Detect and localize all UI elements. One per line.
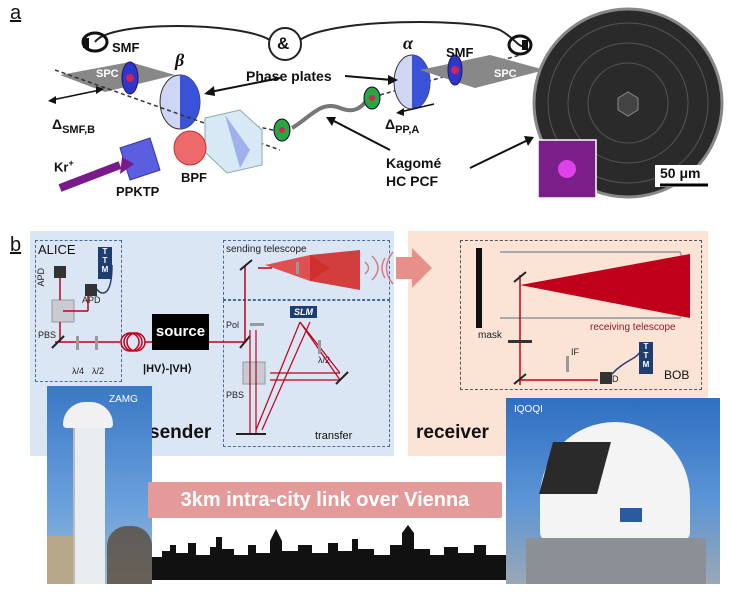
- spc-left-plate: [60, 62, 175, 92]
- lambda4-label: λ/4: [72, 366, 85, 376]
- sending-telescope-box: [223, 240, 390, 300]
- kr-pump-beam: [58, 161, 122, 192]
- transfer-label: transfer: [315, 430, 353, 442]
- receiving-telescope-label: receiving telescope: [590, 322, 676, 333]
- bpf-label: BPF: [181, 170, 207, 185]
- iqoqi-photo: IQOQI: [506, 398, 720, 584]
- mask-label: mask: [478, 330, 502, 341]
- beta-label: β: [175, 50, 185, 70]
- alice-label: ALICE: [38, 242, 76, 257]
- apd-alice-2-box: [85, 284, 97, 296]
- bob-box: [460, 240, 702, 390]
- delta-pp-arrow: [399, 103, 435, 113]
- apd-alice-2: APD: [82, 295, 101, 305]
- zamg-dome: [63, 402, 113, 428]
- iqoqi-base: [526, 538, 706, 584]
- arrow-to-pcf-image: [469, 139, 529, 169]
- fiber-coil-icon: [120, 332, 146, 352]
- state-label: |HV⟩-|VH⟩: [143, 363, 192, 375]
- pol-label: Pol: [226, 320, 240, 330]
- top-fiber-loop: [94, 21, 526, 48]
- zamg-trees: [107, 526, 152, 584]
- delta-smf-sub: SMF,B: [62, 123, 96, 136]
- delta-pp-label: ΔPP,A: [385, 116, 419, 136]
- transfer-box: [223, 300, 390, 447]
- slm-label: SLM: [290, 306, 317, 318]
- zamg-building: [47, 536, 73, 584]
- and-circle: [268, 27, 302, 61]
- delta-pp-symbol: Δ: [385, 116, 396, 132]
- iqoqi-label: IQOQI: [514, 404, 543, 415]
- ttm-bob: T T M: [639, 342, 653, 374]
- alpha-label: α: [403, 33, 413, 53]
- kr-sup: +: [68, 158, 74, 168]
- source-label: source: [155, 323, 206, 340]
- arrow-right-icon: [396, 248, 432, 288]
- kagome-label-1: Kagomé: [386, 155, 442, 171]
- bob-label: BOB: [664, 368, 690, 382]
- spc-right-plate: [420, 55, 545, 88]
- receiver-label: receiver: [416, 422, 489, 443]
- smf-right-label: SMF: [446, 45, 474, 60]
- pbs-transfer-cube: [242, 361, 266, 385]
- panel-a-label: a: [10, 2, 22, 24]
- zamg-photo: ZAMG: [47, 386, 152, 584]
- delta-smf-arrow: [51, 89, 101, 101]
- wave-icon: [364, 251, 394, 285]
- apd-alice-1-box: [54, 266, 66, 278]
- phase-plates-label: Phase plates: [246, 68, 332, 84]
- arrow-to-alpha: [344, 75, 393, 81]
- source-box: source: [152, 314, 209, 350]
- link-bar: [148, 482, 502, 518]
- panel-b-label: b: [10, 234, 22, 256]
- ppktp-label: PPKTP: [116, 184, 160, 199]
- receiving-beam-cone: [520, 254, 690, 318]
- delta-pp-sub: PP,A: [395, 123, 420, 136]
- bpf-filter: [173, 130, 207, 166]
- alice-box: [35, 240, 122, 382]
- panel-b-optics: [51, 248, 690, 435]
- vienna-skyline: [152, 525, 508, 580]
- smf-right-coil: [507, 34, 533, 56]
- panel-a-diagram: [48, 7, 724, 199]
- arrow-to-fiber: [331, 119, 391, 151]
- scale-bar-bg: [655, 165, 713, 187]
- kagome-label-2: HC PCF: [386, 173, 439, 189]
- if-label: IF: [571, 347, 579, 357]
- iqoqi-sign: [620, 508, 642, 522]
- spc-right-label: SPC: [494, 68, 517, 80]
- lambda2-transfer-label: λ/2: [318, 355, 331, 365]
- pbs-alice: PBS: [38, 330, 57, 340]
- kr-label: Kr+: [54, 158, 74, 174]
- ttm-alice: T T M: [98, 247, 112, 279]
- sending-telescope-label: sending telescope: [226, 244, 307, 255]
- kr-text: Kr: [54, 159, 69, 175]
- link-label: 3km intra-city link over Vienna: [180, 489, 470, 511]
- scale-bar-label: 50 μm: [660, 165, 701, 181]
- pbs-transfer-label: PBS: [226, 390, 245, 400]
- mask-bar: [476, 248, 482, 328]
- arrow-to-beta: [209, 77, 281, 93]
- sender-label: sender: [149, 422, 212, 443]
- lambda2-alice-label: λ/2: [92, 366, 105, 376]
- spc-left-label: SPC: [96, 68, 119, 80]
- smf-left-label: SMF: [112, 40, 140, 55]
- and-label: &: [277, 34, 290, 53]
- zamg-tower: [73, 418, 105, 584]
- delta-smf-label: ΔSMF,B: [52, 116, 95, 136]
- ppktp-crystal: [119, 137, 161, 181]
- delta-smf-symbol: Δ: [52, 116, 63, 132]
- apd-bob-box: [600, 372, 612, 384]
- zamg-label: ZAMG: [109, 394, 138, 405]
